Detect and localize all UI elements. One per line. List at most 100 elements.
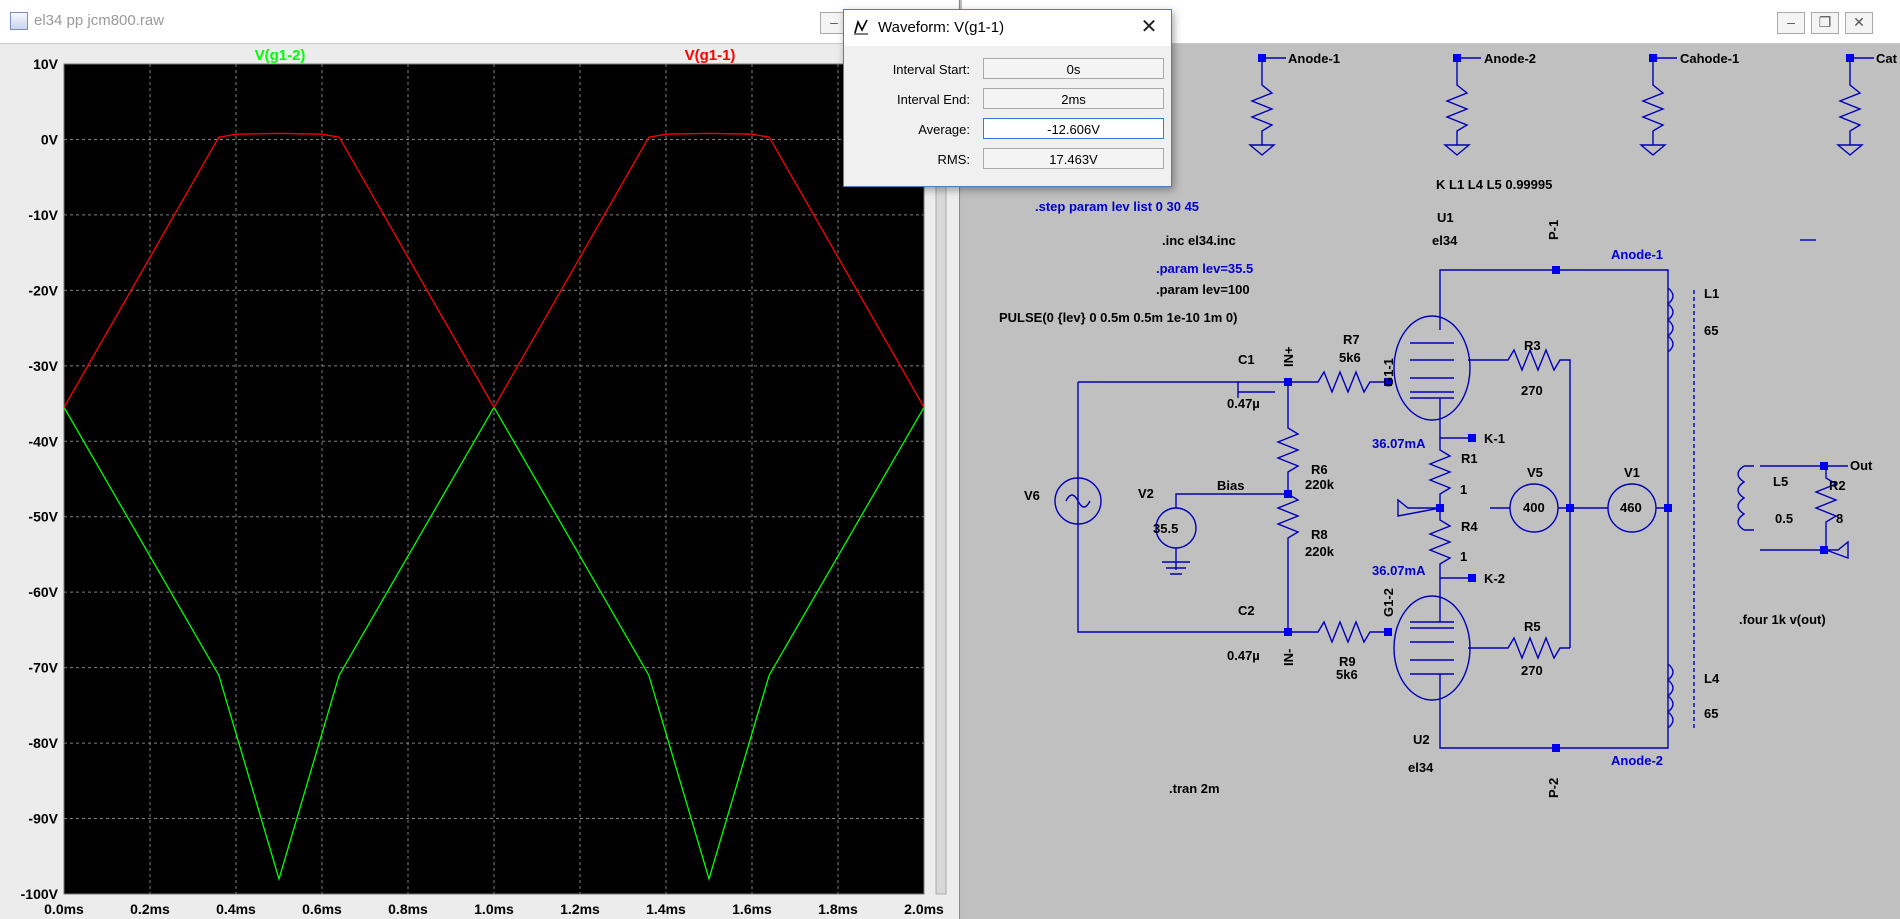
- y-tick-label: -20V: [28, 282, 58, 298]
- interval-start-field[interactable]: 0s: [983, 58, 1164, 79]
- net-label[interactable]: Bias: [1217, 478, 1244, 493]
- component-ref[interactable]: C1: [1238, 352, 1255, 367]
- component-value[interactable]: 1: [1460, 482, 1467, 497]
- component-ref[interactable]: R5: [1524, 619, 1541, 634]
- y-tick-label: -90V: [28, 811, 58, 827]
- component-ref[interactable]: L4: [1704, 671, 1720, 686]
- component-labels: U1 el34 U2 el34 C1 0.47µ C2 0.47µ R7 5k6…: [1024, 210, 1846, 775]
- rms-field[interactable]: 17.463V: [983, 148, 1164, 169]
- component-ref[interactable]: L1: [1704, 286, 1719, 301]
- waveform-measure-dialog[interactable]: Waveform: V(g1-1) ✕ Interval Start: 0s I…: [843, 9, 1172, 187]
- component-ref[interactable]: U2: [1413, 732, 1430, 747]
- net-labels: Anode-1 Anode-2 Cahode-1 Cat Anode-1 Ano…: [1217, 51, 1898, 798]
- average-field[interactable]: -12.606V: [983, 118, 1164, 139]
- net-label[interactable]: IN+: [1281, 346, 1296, 367]
- directive-pulse[interactable]: PULSE(0 {lev} 0 0.5m 0.5m 1e-10 1m 0): [999, 310, 1237, 325]
- interval-end-field[interactable]: 2ms: [983, 88, 1164, 109]
- net-label[interactable]: G1-1: [1381, 358, 1396, 387]
- component-value[interactable]: el34: [1432, 233, 1458, 248]
- directive-param-1[interactable]: .param lev=35.5: [1156, 261, 1253, 276]
- component-ref[interactable]: L5: [1773, 474, 1788, 489]
- directive-param-2[interactable]: .param lev=100: [1156, 282, 1250, 297]
- y-tick-label: -100V: [21, 886, 59, 902]
- component-value[interactable]: 1: [1460, 549, 1467, 564]
- component-value[interactable]: 270: [1521, 663, 1543, 678]
- component-ref[interactable]: C2: [1238, 603, 1255, 618]
- waveform-icon: [854, 19, 868, 35]
- component-ref[interactable]: R7: [1343, 332, 1360, 347]
- component-value[interactable]: 5k6: [1339, 350, 1361, 365]
- average-label: Average:: [918, 122, 970, 137]
- net-label[interactable]: Cahode-1: [1680, 51, 1739, 66]
- directive-tran[interactable]: .tran 2m: [1169, 781, 1220, 796]
- net-label[interactable]: Anode-2: [1611, 753, 1663, 768]
- net-label[interactable]: Out: [1850, 458, 1873, 473]
- component-value[interactable]: 0.47µ: [1227, 648, 1260, 663]
- component-ref[interactable]: V6: [1024, 488, 1040, 503]
- directive-inc[interactable]: .inc el34.inc: [1162, 233, 1236, 248]
- directive-four[interactable]: .four 1k v(out): [1739, 612, 1826, 627]
- component-ref[interactable]: R4: [1461, 519, 1478, 534]
- component-value[interactable]: 270: [1521, 383, 1543, 398]
- component-ref[interactable]: R1: [1461, 451, 1478, 466]
- y-tick-label: 0V: [41, 131, 59, 147]
- close-icon[interactable]: ✕: [1140, 16, 1158, 38]
- x-tick-label: 1.6ms: [732, 901, 772, 917]
- component-value[interactable]: 220k: [1305, 544, 1335, 559]
- component-ref[interactable]: R9: [1339, 654, 1356, 669]
- y-tick-label: -10V: [28, 207, 58, 223]
- directive-coupling[interactable]: K L1 L4 L5 0.99995: [1436, 177, 1552, 192]
- component-ref[interactable]: R3: [1524, 338, 1541, 353]
- component-value[interactable]: 0.47µ: [1227, 396, 1260, 411]
- net-label[interactable]: Anode-1: [1611, 247, 1663, 262]
- component-value[interactable]: 65: [1704, 323, 1718, 338]
- legend-entry: V(g1-1): [685, 47, 736, 64]
- legend-entry: V(g1-2): [255, 47, 306, 64]
- y-tick-label: -30V: [28, 358, 58, 374]
- plot-window-title: el34 pp jcm800.raw: [34, 12, 165, 29]
- y-tick-label: -40V: [28, 433, 58, 449]
- net-label[interactable]: Cat: [1876, 51, 1898, 66]
- y-tick-label: -60V: [28, 584, 58, 600]
- component-ref[interactable]: V1: [1624, 465, 1640, 480]
- dialog-title: Waveform: V(g1-1): [878, 19, 1005, 36]
- x-tick-label: 0.4ms: [216, 901, 256, 917]
- directive-step[interactable]: .step param lev list 0 30 45: [1035, 199, 1199, 214]
- component-value[interactable]: 35.5: [1153, 521, 1178, 536]
- net-label[interactable]: G1-2: [1381, 588, 1396, 617]
- component-ref[interactable]: R2: [1829, 478, 1846, 493]
- net-label[interactable]: K-2: [1484, 571, 1505, 586]
- waveform-file-icon: [10, 12, 28, 30]
- component-ref[interactable]: V5: [1527, 465, 1543, 480]
- schematic-minimize-button[interactable]: –: [1777, 12, 1805, 34]
- net-label[interactable]: K-1: [1484, 431, 1505, 446]
- schematic-canvas[interactable]: .step param lev list 0 30 45 .inc el34.i…: [962, 44, 1900, 919]
- component-value[interactable]: el34: [1408, 760, 1434, 775]
- dialog-titlebar[interactable]: Waveform: V(g1-1) ✕: [844, 10, 1171, 46]
- component-ref[interactable]: R6: [1311, 462, 1328, 477]
- net-label[interactable]: Anode-1: [1288, 51, 1340, 66]
- plot-titlebar[interactable]: el34 pp jcm800.raw –: [0, 0, 958, 44]
- component-value[interactable]: 460: [1620, 500, 1642, 515]
- y-tick-label: -70V: [28, 660, 58, 676]
- component-value[interactable]: 8: [1836, 511, 1843, 526]
- x-tick-label: 0.8ms: [388, 901, 428, 917]
- schematic-nodes: [1258, 54, 1854, 752]
- net-label[interactable]: IN-: [1281, 649, 1296, 666]
- component-ref[interactable]: V2: [1138, 486, 1154, 501]
- net-label[interactable]: Anode-2: [1484, 51, 1536, 66]
- schematic-maximize-button[interactable]: ❐: [1811, 12, 1839, 34]
- net-label[interactable]: P-1: [1546, 220, 1561, 240]
- interval-start-row: Interval Start: 0s: [844, 58, 1171, 82]
- component-value[interactable]: 400: [1523, 500, 1545, 515]
- component-value[interactable]: 220k: [1305, 477, 1335, 492]
- net-label[interactable]: P-2: [1546, 778, 1561, 798]
- component-value[interactable]: 5k6: [1336, 667, 1358, 682]
- component-ref[interactable]: U1: [1437, 210, 1454, 225]
- component-value[interactable]: 65: [1704, 706, 1718, 721]
- schematic-close-button[interactable]: ✕: [1845, 12, 1873, 34]
- component-value[interactable]: 0.5: [1775, 511, 1793, 526]
- component-ref[interactable]: R8: [1311, 527, 1328, 542]
